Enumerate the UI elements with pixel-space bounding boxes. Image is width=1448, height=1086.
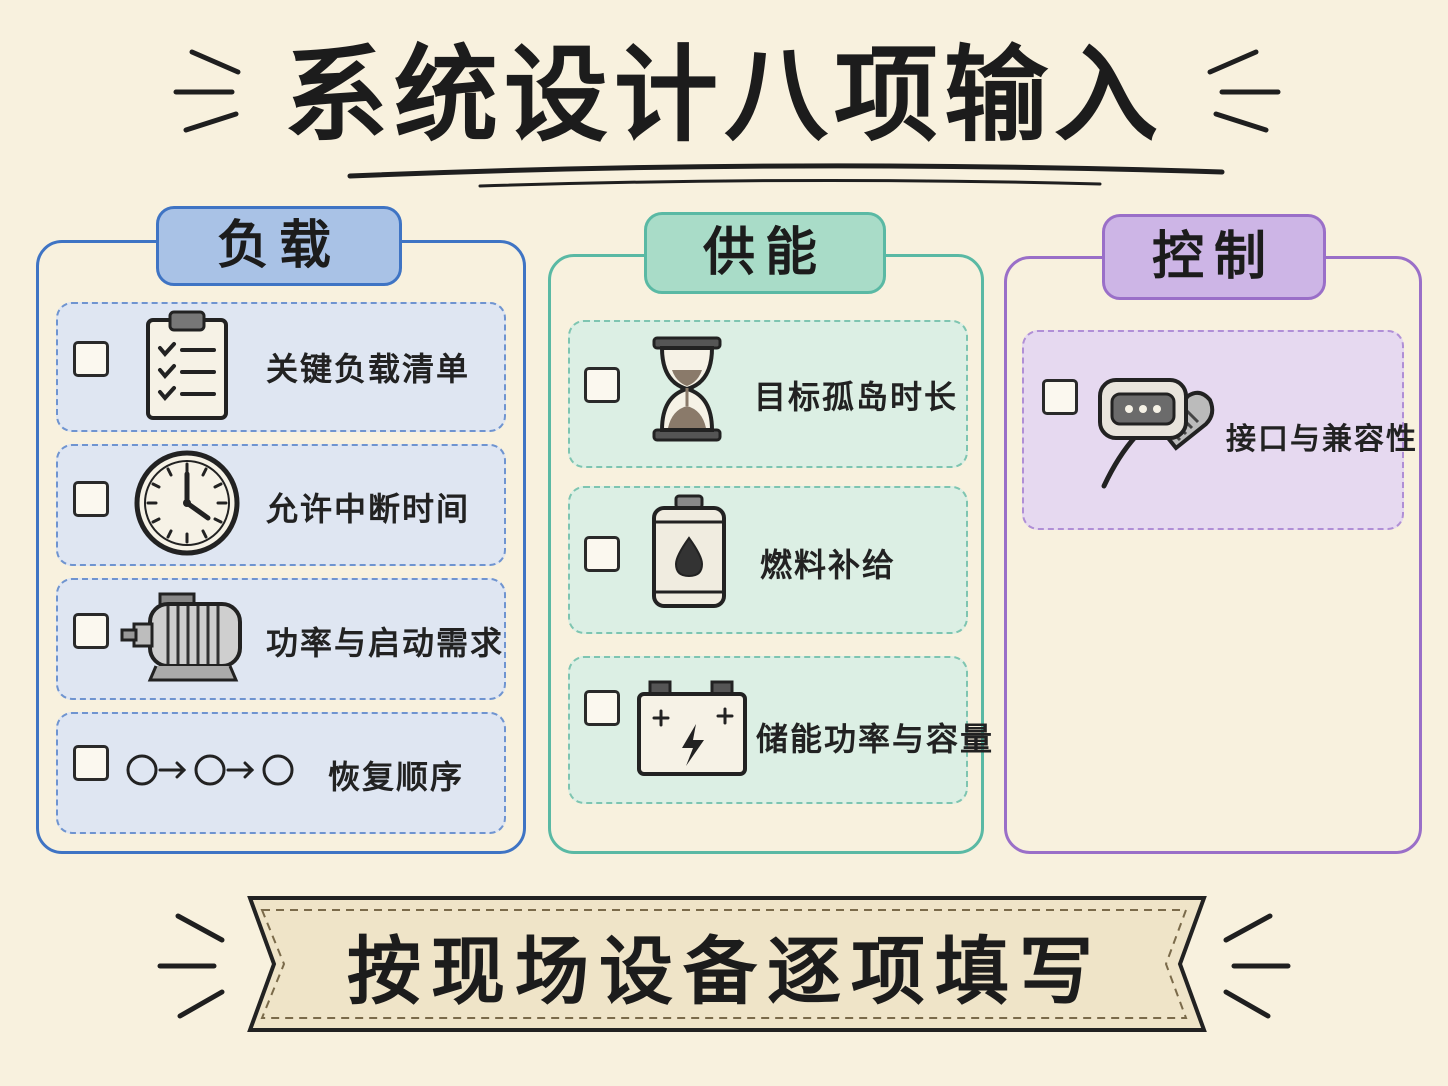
label-critical-loads: 关键负载清单 [266, 350, 471, 388]
clock-icon [134, 450, 240, 556]
clipboard-checklist-icon [146, 310, 228, 420]
sequence-arrows-icon [126, 754, 294, 786]
label-island-duration: 目标孤岛时长 [754, 378, 959, 416]
checkbox-restore-order[interactable] [73, 745, 109, 781]
connector-plug-icon [1098, 378, 1215, 489]
checkbox-interruption-time[interactable] [73, 481, 109, 517]
checkbox-interface-compatibility[interactable] [1042, 379, 1078, 415]
column-load-title: 负载 [156, 206, 402, 286]
checkbox-fuel-supply[interactable] [584, 536, 620, 572]
column-control-title: 控制 [1102, 214, 1326, 300]
load-item-restore-order[interactable] [56, 712, 506, 834]
checkbox-critical-loads[interactable] [73, 341, 109, 377]
label-restore-order: 恢复顺序 [328, 758, 465, 796]
motor-icon [120, 592, 242, 682]
label-fuel-supply: 燃料补给 [760, 546, 897, 584]
label-power-startup: 功率与启动需求 [266, 624, 505, 662]
footer-instruction: 按现场设备逐项填写 [347, 929, 1103, 1015]
supply-item-island-duration[interactable] [568, 320, 968, 468]
control-item-interface-compatibility[interactable] [1022, 330, 1404, 530]
checkbox-island-duration[interactable] [584, 367, 620, 403]
label-interruption-time: 允许中断时间 [266, 490, 471, 528]
title-decoration [173, 49, 1281, 188]
column-supply-title: 供能 [644, 212, 886, 294]
label-storage-capacity: 储能功率与容量 [756, 720, 995, 758]
battery-icon [637, 680, 747, 776]
footer-banner [157, 896, 1291, 1032]
checkbox-storage-capacity[interactable] [584, 690, 620, 726]
diagram-title: 系统设计八项输入 [283, 34, 1164, 156]
fuel-tank-icon [652, 494, 726, 608]
checkbox-power-startup[interactable] [73, 613, 109, 649]
supply-item-storage-capacity[interactable] [568, 656, 968, 804]
load-item-critical-loads[interactable] [56, 302, 506, 432]
label-interface-compatibility: 接口与兼容性 [1226, 422, 1418, 457]
hourglass-icon [652, 336, 722, 442]
load-item-interruption-time[interactable] [56, 444, 506, 566]
supply-item-fuel-supply[interactable] [568, 486, 968, 634]
